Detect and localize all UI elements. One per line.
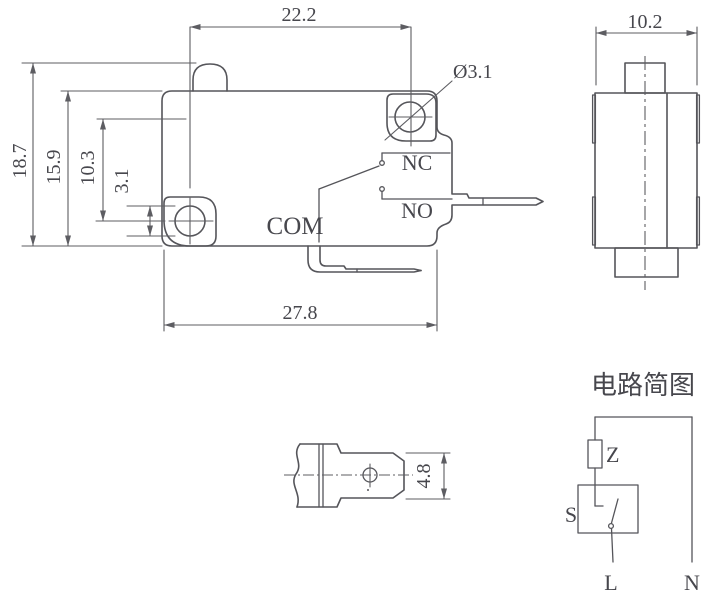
side-rib-left-top: [591, 94, 597, 144]
nc-contact-point: [379, 160, 385, 166]
load-z-label: Z: [606, 442, 619, 467]
dim-body-width-label: 27.8: [283, 302, 318, 324]
dim-hole-diameter-left-label: 3.1: [111, 169, 133, 194]
mounting-pad-bottom: [163, 196, 217, 247]
dim-hole-spacing-label: 22.2: [282, 4, 317, 26]
switch-s-label: S: [565, 502, 577, 527]
no-label: NO: [401, 198, 433, 223]
no-contact-point: [379, 186, 385, 192]
side-rib-right-bottom: [695, 196, 701, 246]
terminal-l-label: L: [604, 570, 617, 595]
side-view: 10.2: [591, 11, 701, 290]
dim-lever-width-label: 4.8: [413, 464, 435, 489]
internal-contacts: [318, 152, 453, 243]
plunger-button: [192, 63, 228, 92]
circuit-title: 电路简图: [591, 371, 695, 400]
switch-pivot-point: [607, 522, 615, 530]
lever-mark-dot: [367, 489, 369, 491]
com-terminal-inner: [319, 245, 422, 272]
side-body: [594, 92, 698, 249]
com-terminal: [307, 245, 422, 273]
terminal-n-label: N: [684, 570, 700, 595]
nc-label: NC: [402, 150, 433, 175]
mounting-pad-top: [386, 93, 437, 142]
side-terminal-block: [614, 247, 679, 278]
switch-blade: [610, 498, 619, 524]
hole-diameter-callout-label: Ø3.1: [453, 61, 492, 83]
circuit-diagram: 电路简图 Z S L N: [565, 371, 700, 595]
dim-total-height-label: 18.7: [9, 144, 31, 179]
side-rib-left-bottom: [591, 196, 597, 246]
side-rib-right-top: [695, 94, 701, 144]
front-view-dimensions: 18.7 15.9 10.3 3.1 22.2 27.8: [9, 4, 438, 332]
com-terminal-outer: [307, 245, 422, 273]
lever-break-line: [293, 443, 301, 508]
lever-detail-view: 4.8: [284, 443, 451, 508]
moving-blade-diagonal: [318, 165, 380, 190]
wire-left-lower: [610, 527, 614, 563]
dim-body-depth-label: 10.2: [628, 11, 663, 33]
dim-body-height-label: 15.9: [43, 150, 65, 185]
switch-box: [577, 484, 639, 534]
com-label: COM: [267, 213, 324, 240]
front-view: Ø3.1 NC NO COM: [9, 4, 544, 332]
switch-body-outline: [161, 90, 544, 247]
dim-hole-center-height-label: 10.3: [77, 151, 99, 186]
load-z-symbol: [587, 439, 603, 469]
hole-diameter-leader: [384, 80, 453, 141]
